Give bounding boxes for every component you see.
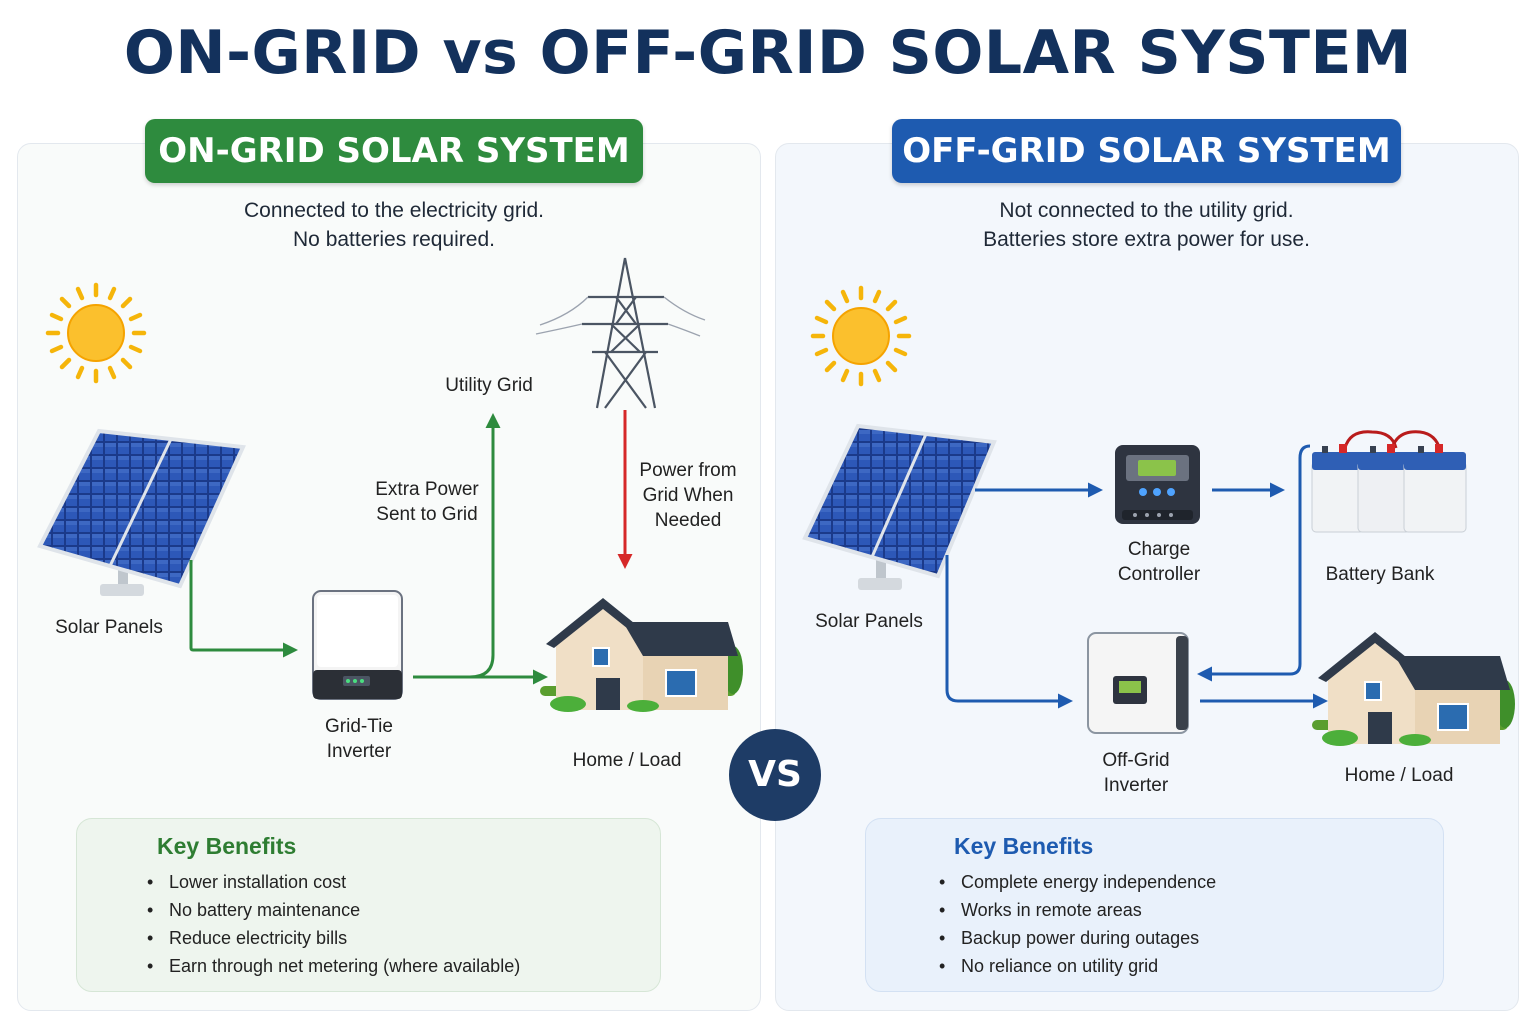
benefit-item: Earn through net metering (where availab… — [147, 952, 647, 980]
label-line: Grid-Tie — [325, 716, 393, 737]
arrow-panels-to-inverter — [189, 560, 298, 658]
arrow-extra-power-to-grid — [469, 413, 501, 679]
label-line: Needed — [654, 510, 722, 531]
arrow-battery-to-inverter — [1197, 444, 1311, 682]
off-grid-inverter-icon — [1087, 632, 1189, 734]
label-line: Grid When — [642, 485, 734, 506]
label-line: Extra Power — [375, 479, 479, 500]
label-line: Sent to Grid — [376, 504, 478, 525]
off-grid-subtitle-line: Batteries store extra power for use. — [983, 228, 1310, 251]
off-grid-subtitle-line: Not connected to the utility grid. — [999, 199, 1294, 222]
battery-bank-icon — [1311, 430, 1467, 533]
off-grid-solar-panels-label: Solar Panels — [815, 611, 923, 632]
battery-bank-label: Battery Bank — [1325, 564, 1435, 585]
benefit-item: Lower installation cost — [147, 868, 647, 896]
off-grid-solar-panel-icon — [802, 423, 997, 590]
label-line: Controller — [1117, 564, 1201, 585]
off-grid-benefits-title: Key Benefits — [954, 833, 1094, 859]
utility-grid-label: Utility Grid — [445, 375, 533, 396]
benefit-item: No reliance on utility grid — [939, 952, 1429, 980]
off-grid-subtitle: Not connected to the utility grid. Batte… — [892, 196, 1401, 254]
label-line: Power from — [639, 460, 737, 481]
utility-tower-icon — [535, 257, 706, 409]
on-grid-home-label: Home / Load — [572, 750, 682, 771]
grid-power-label: Power from Grid When Needed — [624, 458, 752, 533]
benefit-item: Works in remote areas — [939, 896, 1429, 924]
extra-power-label: Extra Power Sent to Grid — [362, 477, 492, 527]
on-grid-benefits-list: Lower installation costNo battery mainte… — [147, 868, 647, 980]
label-line: Inverter — [326, 741, 392, 762]
on-grid-solar-panels-label: Solar Panels — [55, 617, 163, 638]
label-line: Charge — [1127, 539, 1191, 560]
charge-controller-label: Charge Controller — [1094, 537, 1224, 587]
off-grid-home-label: Home / Load — [1344, 765, 1454, 786]
on-grid-sun-icon — [48, 285, 144, 381]
label-line: Inverter — [1103, 775, 1169, 796]
off-grid-benefits-list: Complete energy independenceWorks in rem… — [939, 868, 1429, 980]
off-grid-sun-icon — [813, 288, 909, 384]
arrow-panels-to-inverter — [945, 555, 1073, 709]
charge-controller-icon — [1115, 445, 1200, 524]
on-grid-inverter-icon — [312, 590, 403, 700]
off-grid-banner: OFF-GRID SOLAR SYSTEM — [892, 119, 1401, 183]
benefit-item: Reduce electricity bills — [147, 924, 647, 952]
on-grid-solar-panel-icon — [37, 428, 246, 596]
on-grid-subtitle: Connected to the electricity grid. No ba… — [145, 196, 643, 254]
page-title: ON-GRID vs OFF-GRID SOLAR SYSTEM — [123, 18, 1413, 88]
on-grid-subtitle-line: No batteries required. — [293, 228, 495, 251]
off-grid-inverter-label: Off-Grid Inverter — [1076, 748, 1196, 798]
on-grid-benefits-title: Key Benefits — [157, 833, 297, 859]
label-line: Off-Grid — [1102, 750, 1170, 771]
benefit-item: No battery maintenance — [147, 896, 647, 924]
on-grid-banner: ON-GRID SOLAR SYSTEM — [145, 119, 643, 183]
off-grid-house-icon — [1311, 631, 1516, 747]
on-grid-subtitle-line: Connected to the electricity grid. — [244, 199, 544, 222]
on-grid-house-icon — [539, 597, 744, 713]
benefit-item: Complete energy independence — [939, 868, 1429, 896]
grid-tie-inverter-label: Grid-Tie Inverter — [299, 714, 419, 764]
on-grid-benefits-box: Key Benefits Lower installation costNo b… — [76, 818, 661, 992]
off-grid-benefits-box: Key Benefits Complete energy independenc… — [865, 818, 1444, 992]
benefit-item: Backup power during outages — [939, 924, 1429, 952]
vs-badge: VS — [729, 729, 821, 821]
